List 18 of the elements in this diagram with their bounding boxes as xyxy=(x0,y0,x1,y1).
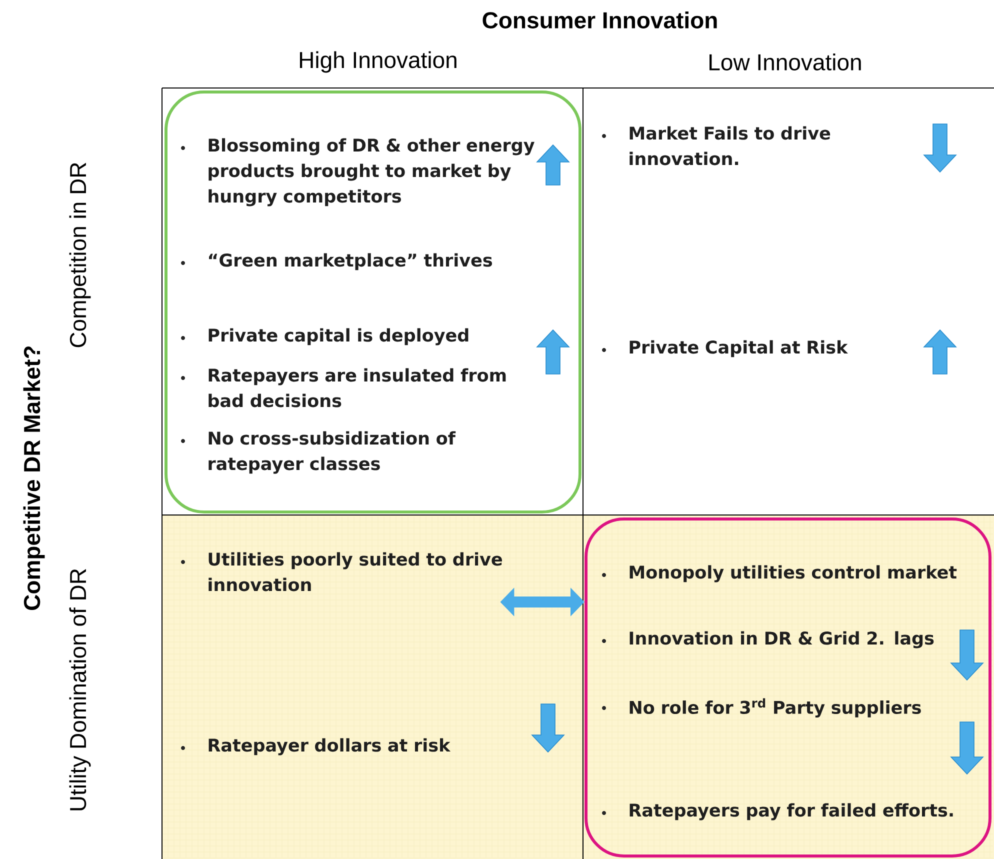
bullet-item: “Green marketplace” thrives xyxy=(181,253,492,270)
bullet-item: Ratepayer dollars at risk xyxy=(181,738,451,756)
axis-title: Competitive DR Market? xyxy=(23,346,45,610)
bullet-item: Private capital is deployed xyxy=(181,328,468,346)
bullet-item: Blossoming of DR & other energy products brought to market by hungry competitors xyxy=(181,138,534,206)
bullet-item: Ratepayers pay for failed efforts. xyxy=(602,803,953,820)
axis-title: Consumer Innovation xyxy=(482,12,717,28)
bullet-item: No role for 3$^{rd}$ Party suppliers xyxy=(602,698,921,718)
bullet-item: Utilities poorly suited to drive innovation xyxy=(181,552,502,592)
axis-label: Competition in DR xyxy=(69,162,91,348)
axis-label: Utility Domination of DR xyxy=(69,569,91,810)
bullet-item: No cross-subsidization of ratepayer classes xyxy=(181,431,456,474)
bullet-item: Innovation in DR & Grid 2. lags xyxy=(602,631,934,648)
bullet-item: Private Capital at Risk xyxy=(602,340,848,358)
axis-label: Low Innovation xyxy=(710,54,861,70)
bullet-item: Market Fails to drive innovation. xyxy=(602,126,830,166)
bullet-item: Ratepayers are insulated from bad decisions xyxy=(181,368,506,408)
bullet-item: Monopoly utilities control market xyxy=(602,565,957,582)
